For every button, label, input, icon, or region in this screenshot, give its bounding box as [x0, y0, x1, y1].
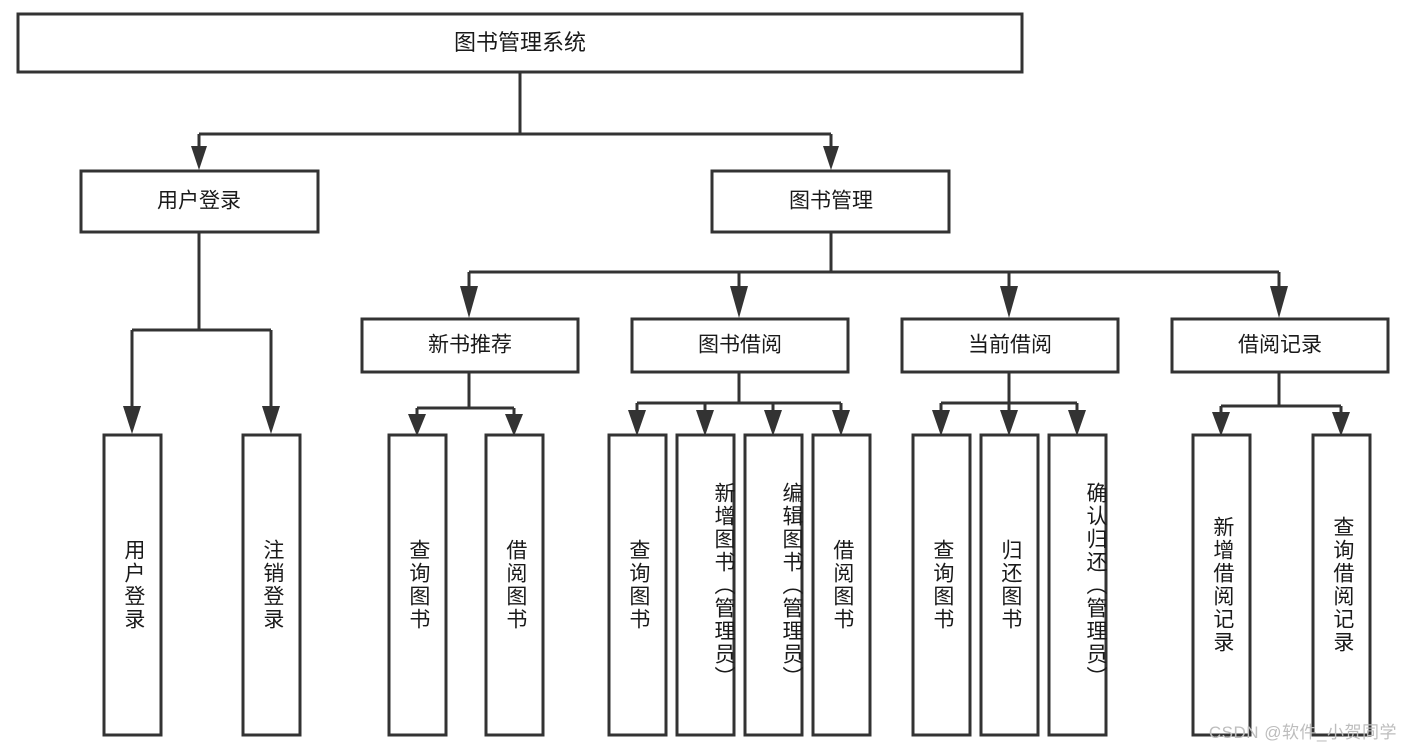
node-book-manage[interactable]: 图书管理 [710, 169, 951, 234]
arrow-head-currentborrow-leaf-1 [932, 410, 950, 436]
node-book-borrow-box[interactable] [630, 317, 850, 374]
arrow-head-leaf-logout [262, 406, 280, 434]
leaf-box-currentborrow-confirm[interactable] [1047, 433, 1108, 737]
arrow-head-bookborrow-leaf-4 [832, 410, 850, 436]
arrow-head-currentborrow-leaf-2 [1000, 410, 1018, 436]
node-new-book-recommend-box[interactable] [360, 317, 580, 374]
leaf-box-user-login-logout[interactable] [241, 433, 302, 737]
leaf-box-bookborrow-add[interactable] [675, 433, 736, 737]
node-new-book-recommend[interactable]: 新书推荐 [360, 317, 580, 374]
arrow-head-newbook-leaf-2 [505, 414, 523, 436]
arrow-head-bookborrow-leaf-2 [696, 410, 714, 436]
node-user-login-label: 用户登录 [157, 190, 241, 213]
arrow-head-book-borrow [730, 286, 748, 318]
node-layer: 图书管理系统 用户登录 图书管理 新书推荐 图书借阅 当前 [16, 12, 1390, 737]
node-current-borrow-box[interactable] [900, 317, 1120, 374]
arrow-head-currentborrow-leaf-3 [1068, 410, 1086, 436]
arrow-head-leaf-user-login [123, 406, 141, 434]
leaf-box-bookborrow-borrow[interactable] [811, 433, 872, 737]
node-book-borrow[interactable]: 图书借阅 [630, 317, 850, 374]
arrow-head-borrowrecord-leaf-2 [1332, 412, 1350, 436]
leaf-box-borrowrecord-query[interactable] [1311, 433, 1372, 737]
node-borrow-record-label: 借阅记录 [1238, 334, 1322, 357]
leaf-box-borrowrecord-add[interactable] [1191, 433, 1252, 737]
leaf-box-newbook-query[interactable] [387, 433, 448, 737]
node-borrow-record[interactable]: 借阅记录 [1170, 317, 1390, 374]
node-new-book-recommend-label: 新书推荐 [428, 334, 512, 357]
node-user-login-box[interactable] [79, 169, 320, 234]
node-root[interactable]: 图书管理系统 [16, 12, 1024, 74]
arrow-head-book-manage [823, 146, 839, 170]
arrow-head-current-borrow [1000, 286, 1018, 318]
node-current-borrow[interactable]: 当前借阅 [900, 317, 1120, 374]
arrow-head-bookborrow-leaf-3 [764, 410, 782, 436]
watermark-text: CSDN @软件_小贺同学 [1208, 723, 1397, 742]
node-book-manage-box[interactable] [710, 169, 951, 234]
arrow-head-new-book [460, 286, 478, 318]
leaf-box-bookborrow-query[interactable] [607, 433, 668, 737]
node-user-login[interactable]: 用户登录 [79, 169, 320, 234]
node-book-borrow-label: 图书借阅 [698, 334, 782, 357]
leaf-box-currentborrow-query[interactable] [911, 433, 972, 737]
leaf-box-user-login-login[interactable] [102, 433, 163, 737]
node-root-label: 图书管理系统 [454, 30, 586, 55]
leaf-box-bookborrow-edit[interactable] [743, 433, 804, 737]
node-root-box[interactable] [16, 12, 1024, 74]
arrow-head-newbook-leaf-1 [408, 414, 426, 436]
leaf-box-currentborrow-return[interactable] [979, 433, 1040, 737]
node-borrow-record-box[interactable] [1170, 317, 1390, 374]
arrow-head-borrow-record [1270, 286, 1288, 318]
arrow-head-borrowrecord-leaf-1 [1212, 412, 1230, 436]
leaf-box-newbook-borrow[interactable] [484, 433, 545, 737]
node-book-manage-label: 图书管理 [789, 190, 873, 213]
arrow-head-bookborrow-leaf-1 [628, 410, 646, 436]
connector-layer [123, 72, 1350, 436]
arrow-head-user-login [191, 146, 207, 170]
node-current-borrow-label: 当前借阅 [968, 334, 1052, 357]
